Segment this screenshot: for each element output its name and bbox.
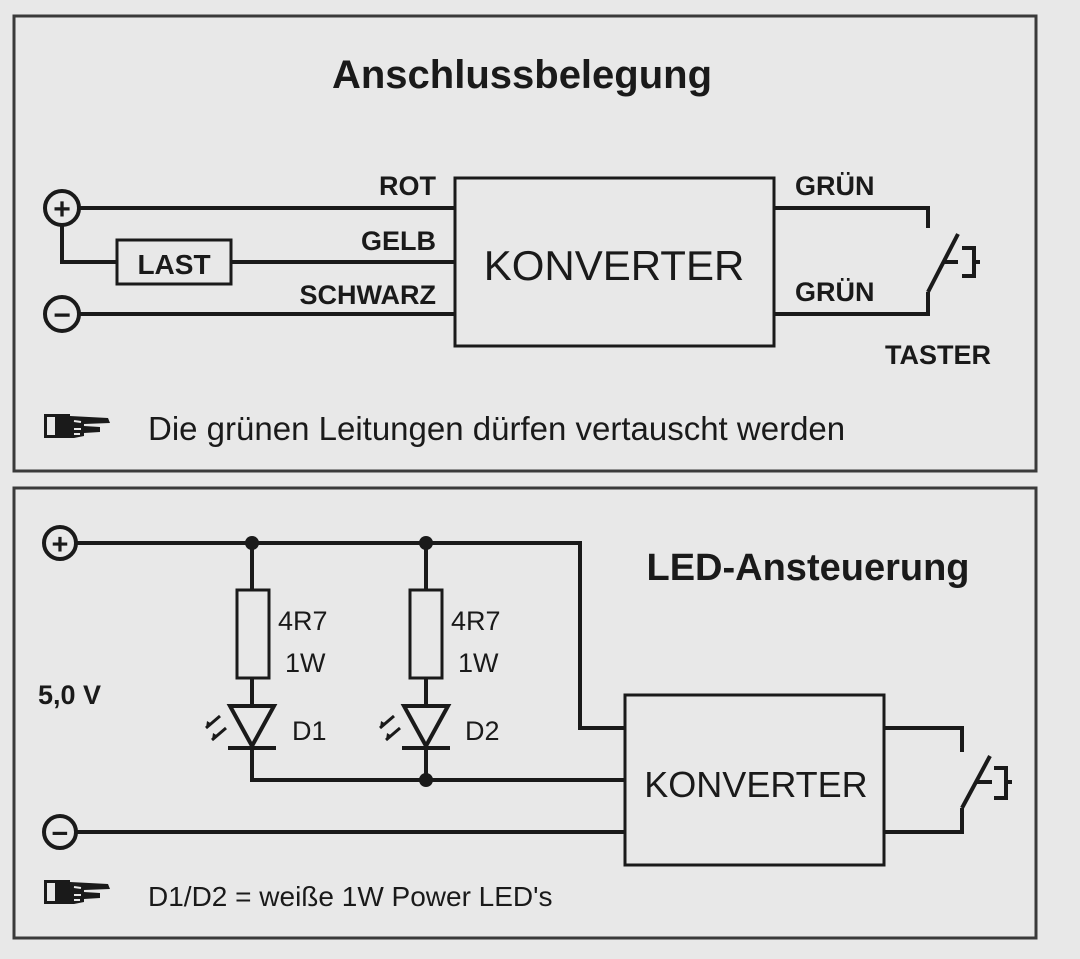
minus-symbol: − bbox=[52, 818, 69, 850]
load-box bbox=[115, 238, 233, 286]
pointing-hand-icon bbox=[43, 413, 111, 439]
converter-label: KONVERTER bbox=[484, 242, 745, 289]
push-button-switch-icon bbox=[960, 755, 1012, 809]
led-label: D1 bbox=[292, 716, 327, 746]
plus-terminal: + bbox=[43, 189, 81, 227]
minus-symbol: − bbox=[53, 299, 71, 332]
led-icon bbox=[205, 704, 278, 751]
led-label: D2 bbox=[465, 716, 500, 746]
panel-title: LED-Ansteuerung bbox=[647, 547, 970, 589]
wires-top bbox=[60, 206, 930, 316]
converter-label: KONVERTER bbox=[644, 764, 867, 805]
note-text: Die grünen Leitungen dürfen vertauscht w… bbox=[148, 410, 845, 447]
load-label: LAST bbox=[137, 249, 210, 280]
push-button-switch-icon bbox=[926, 233, 980, 293]
converter-box bbox=[623, 693, 886, 867]
wire-label-rot: ROT bbox=[379, 171, 437, 201]
resistor-r1 bbox=[235, 588, 271, 680]
wire-label-schwarz: SCHWARZ bbox=[300, 280, 437, 310]
plus-terminal: + bbox=[42, 525, 78, 561]
panel-led-ansteuerung bbox=[12, 486, 1038, 940]
resistor-power: 1W bbox=[458, 648, 499, 678]
resistor-power: 1W bbox=[285, 648, 326, 678]
converter-box bbox=[453, 176, 776, 348]
plus-symbol: + bbox=[52, 529, 69, 561]
junction-dots bbox=[245, 536, 433, 787]
wire-label-gruen-top: GRÜN bbox=[795, 171, 875, 201]
switch-label: TASTER bbox=[885, 340, 991, 370]
wire-label-gelb: GELB bbox=[361, 226, 436, 256]
minus-terminal: − bbox=[43, 295, 81, 333]
minus-terminal: − bbox=[42, 814, 78, 850]
wire-label-gruen-bottom: GRÜN bbox=[795, 277, 875, 307]
plus-symbol: + bbox=[53, 193, 71, 226]
wires-bottom bbox=[76, 541, 964, 834]
note-text: D1/D2 = weiße 1W Power LED's bbox=[148, 881, 552, 912]
voltage-label: 5,0 V bbox=[38, 680, 101, 710]
resistor-value: 4R7 bbox=[278, 606, 328, 636]
resistor-r2 bbox=[408, 588, 444, 680]
panel-title: Anschlussbelegung bbox=[332, 53, 712, 97]
led-icon bbox=[379, 704, 452, 751]
resistor-value: 4R7 bbox=[451, 606, 501, 636]
pointing-hand-icon bbox=[43, 879, 111, 905]
panel-anschlussbelegung bbox=[12, 14, 1038, 473]
